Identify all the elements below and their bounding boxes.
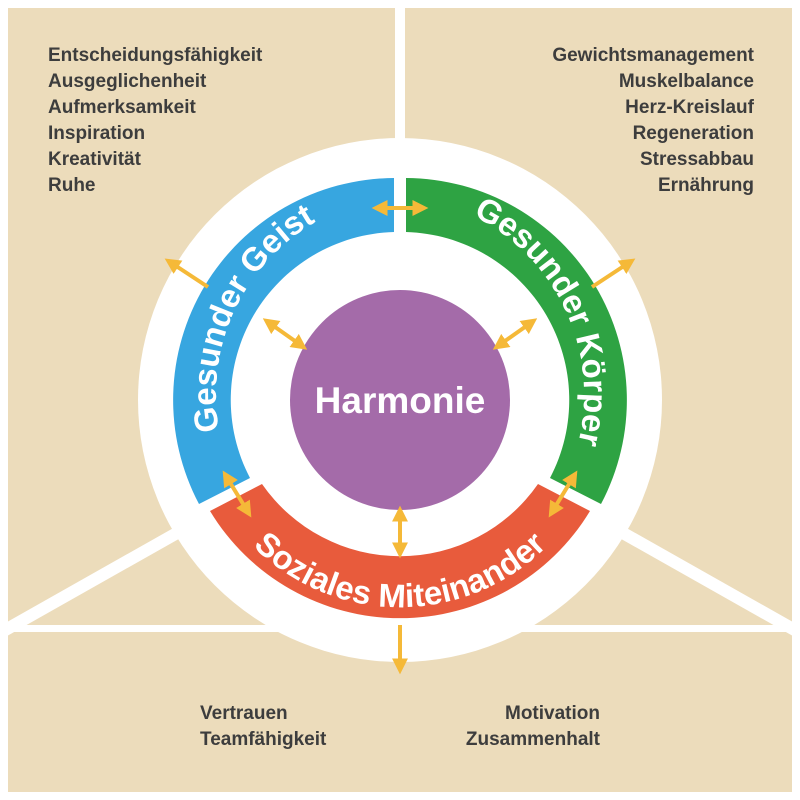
arrow-out-top-left bbox=[164, 258, 210, 289]
list-item: Entscheidungsfähigkeit bbox=[48, 45, 263, 66]
list-item: Zusammenhalt bbox=[465, 729, 600, 750]
segment-soziales-miteinander bbox=[210, 484, 590, 619]
list-item: Ernährung bbox=[657, 175, 754, 196]
list-item: Teamfähigkeit bbox=[200, 729, 327, 750]
list-top-left: Entscheidungsfähigkeit Ausgeglichenheit … bbox=[48, 43, 262, 199]
list-item: Vertrauen bbox=[200, 703, 288, 724]
arrow-koerper-sozial bbox=[548, 470, 578, 518]
list-item: Gewichtsmanagement bbox=[552, 45, 754, 66]
list-item: Ruhe bbox=[48, 175, 96, 196]
list-item: Regeneration bbox=[632, 123, 754, 144]
segment-gesunder-geist bbox=[173, 178, 394, 504]
list-item: Aufmerksamkeit bbox=[48, 97, 196, 118]
harmonie-circle bbox=[290, 290, 510, 510]
list-item: Stressabbau bbox=[639, 149, 754, 170]
list-item: Herz-Kreislauf bbox=[625, 97, 754, 118]
list-item: Motivation bbox=[505, 703, 600, 724]
arrow-geist-center bbox=[262, 318, 308, 350]
arrow-koerper-center bbox=[492, 318, 538, 350]
center-label: Harmonie bbox=[315, 380, 486, 421]
arrow-geist-sozial bbox=[222, 470, 252, 518]
arrow-out-top-right bbox=[590, 258, 636, 289]
segment-gesunder-koerper bbox=[406, 178, 627, 504]
list-item: Inspiration bbox=[48, 123, 146, 144]
list-top-right: Gewichtsmanagement Muskelbalance Herz-Kr… bbox=[552, 43, 754, 199]
list-item: Ausgeglichenheit bbox=[48, 71, 207, 92]
list-item: Muskelbalance bbox=[618, 71, 754, 92]
list-bottom-right: Motivation Zusammenhalt bbox=[466, 701, 600, 753]
list-item: Kreativität bbox=[48, 149, 141, 170]
list-bottom-left: Vertrauen Teamfähigkeit bbox=[200, 701, 326, 753]
